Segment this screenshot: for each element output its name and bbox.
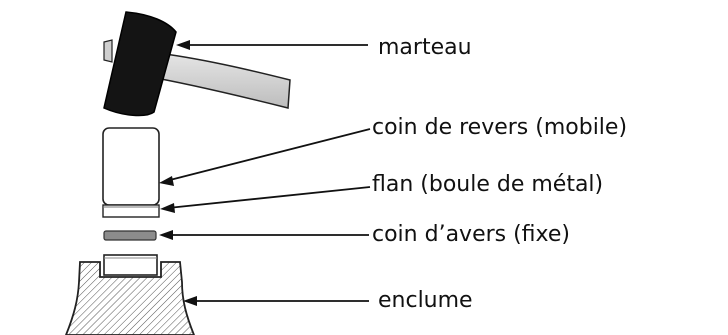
- label-hammer: marteau: [378, 35, 472, 60]
- hammer: [103, 11, 291, 117]
- label-upper-die: coin de revers (mobile): [372, 115, 628, 140]
- label-lower-die: coin d’avers (fixe): [372, 222, 570, 247]
- leader-lower-die: [159, 230, 369, 240]
- anvil: [65, 261, 195, 335]
- leader-blank: [160, 186, 371, 213]
- label-blank: flan (boule de métal): [372, 172, 604, 197]
- hammer-handle-end: [103, 39, 113, 63]
- label-anvil: enclume: [378, 288, 473, 313]
- lower-die: [103, 254, 158, 276]
- leader-anvil: [183, 296, 369, 306]
- leader-upper-die: [159, 128, 371, 186]
- blank: [103, 230, 157, 241]
- hammer-head: [103, 11, 177, 117]
- leader-hammer: [176, 40, 368, 50]
- hammer-handle: [144, 51, 291, 109]
- upper-die: [102, 127, 160, 218]
